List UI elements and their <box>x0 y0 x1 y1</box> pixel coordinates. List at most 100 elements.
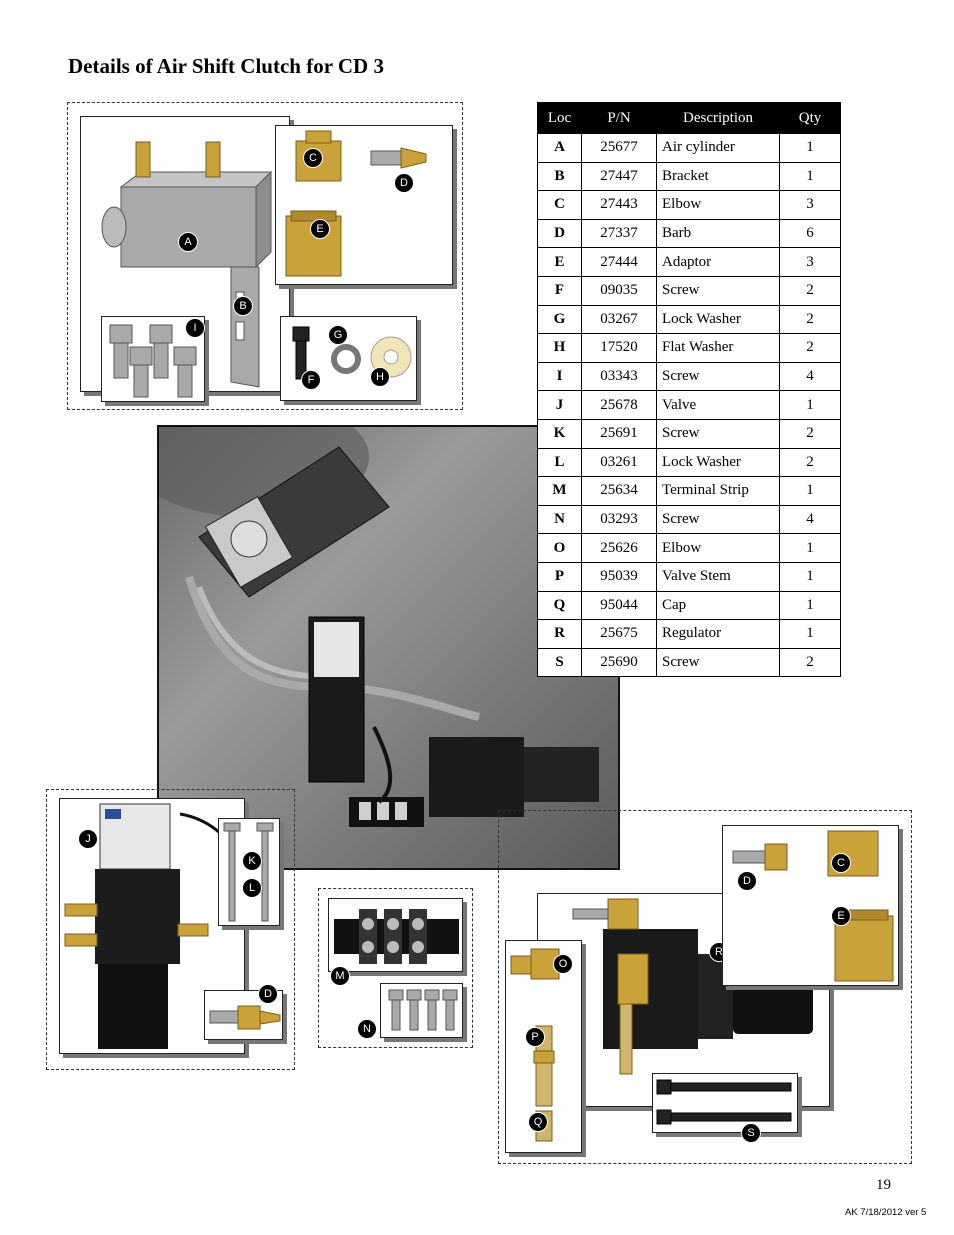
cell-qty: 1 <box>779 561 841 592</box>
fittings-cde-illustration <box>732 830 894 982</box>
cell-pn: 25678 <box>581 390 657 420</box>
cell-loc: F <box>537 275 582 306</box>
callout-e: E <box>310 219 330 239</box>
barb-d-photo <box>204 990 283 1040</box>
cell-loc: A <box>537 133 582 163</box>
terminal-strip-illustration <box>334 909 459 964</box>
header-loc: Loc <box>537 102 582 134</box>
fittings-illustration <box>285 130 427 277</box>
header-pn: P/N <box>581 102 657 134</box>
callout-n: N <box>357 1019 377 1039</box>
cell-desc: Elbow <box>656 190 780 220</box>
cell-pn: 27337 <box>581 218 657 249</box>
cell-desc: Regulator <box>656 619 780 649</box>
cell-pn: 25690 <box>581 647 657 678</box>
cell-pn: 95044 <box>581 590 657 621</box>
valve-photo <box>59 798 245 1054</box>
cell-loc: G <box>537 304 582 335</box>
callout-c: C <box>303 148 323 168</box>
cell-desc: Lock Washer <box>656 447 780 478</box>
cell-loc: C <box>537 190 582 220</box>
callout-e-regulator: E <box>831 906 851 926</box>
cell-pn: 25677 <box>581 133 657 163</box>
cell-qty: 2 <box>779 304 841 335</box>
cell-loc: E <box>537 247 582 277</box>
cell-qty: 1 <box>779 161 841 192</box>
valve-parts-group <box>46 789 295 1070</box>
cell-pn: 03343 <box>581 361 657 392</box>
fittings-photo <box>275 125 453 285</box>
cell-desc: Barb <box>656 218 780 249</box>
screws-s-photo <box>652 1073 798 1133</box>
cell-desc: Elbow <box>656 533 780 563</box>
callout-h: H <box>370 367 390 387</box>
cell-pn: 03261 <box>581 447 657 478</box>
callout-a: A <box>178 232 198 252</box>
cell-desc: Bracket <box>656 161 780 192</box>
cell-desc: Adaptor <box>656 247 780 277</box>
cell-loc: S <box>537 647 582 678</box>
cell-desc: Screw <box>656 361 780 392</box>
cell-qty: 2 <box>779 418 841 449</box>
cell-pn: 09035 <box>581 275 657 306</box>
cell-loc: N <box>537 504 582 535</box>
page-number: 19 <box>876 1177 891 1193</box>
cell-desc: Screw <box>656 504 780 535</box>
cell-pn: 25626 <box>581 533 657 563</box>
cell-qty: 1 <box>779 619 841 649</box>
cell-qty: 2 <box>779 647 841 678</box>
cell-desc: Air cylinder <box>656 133 780 163</box>
screws-n-illustration <box>388 989 458 1031</box>
cell-desc: Lock Washer <box>656 304 780 335</box>
screw-washers-illustration <box>292 326 412 380</box>
screws-s-illustration <box>656 1079 792 1125</box>
cell-loc: H <box>537 333 582 363</box>
footer-version: AK 7/18/2012 ver 5 <box>845 1207 927 1218</box>
cell-qty: 2 <box>779 275 841 306</box>
cell-loc: R <box>537 619 582 649</box>
cell-desc: Cap <box>656 590 780 621</box>
main-assembly-illustration <box>159 427 599 827</box>
cell-loc: D <box>537 218 582 249</box>
cell-qty: 1 <box>779 476 841 506</box>
screws-n-photo <box>380 983 463 1038</box>
callout-f: F <box>301 370 321 390</box>
cell-pn: 03293 <box>581 504 657 535</box>
fittings-cde-photo <box>722 825 899 986</box>
cell-qty: 2 <box>779 447 841 478</box>
callout-k: K <box>242 851 262 871</box>
cell-loc: Q <box>537 590 582 621</box>
callout-c-regulator: C <box>831 853 851 873</box>
callout-d-valve: D <box>258 984 278 1004</box>
cell-loc: P <box>537 561 582 592</box>
barb-d-illustration <box>209 1005 281 1030</box>
screws-kl-illustration <box>223 822 274 922</box>
cell-loc: O <box>537 533 582 563</box>
cell-pn: 27444 <box>581 247 657 277</box>
parts-table-header: Loc P/N Description Qty <box>537 102 841 134</box>
cell-qty: 2 <box>779 333 841 363</box>
cell-loc: J <box>537 390 582 420</box>
callout-p: P <box>525 1027 545 1047</box>
cell-loc: I <box>537 361 582 392</box>
callout-o: O <box>553 954 573 974</box>
cell-pn: 25675 <box>581 619 657 649</box>
terminal-strip-photo <box>328 898 463 972</box>
cell-loc: L <box>537 447 582 478</box>
callout-s: S <box>741 1123 761 1143</box>
cell-desc: Screw <box>656 418 780 449</box>
